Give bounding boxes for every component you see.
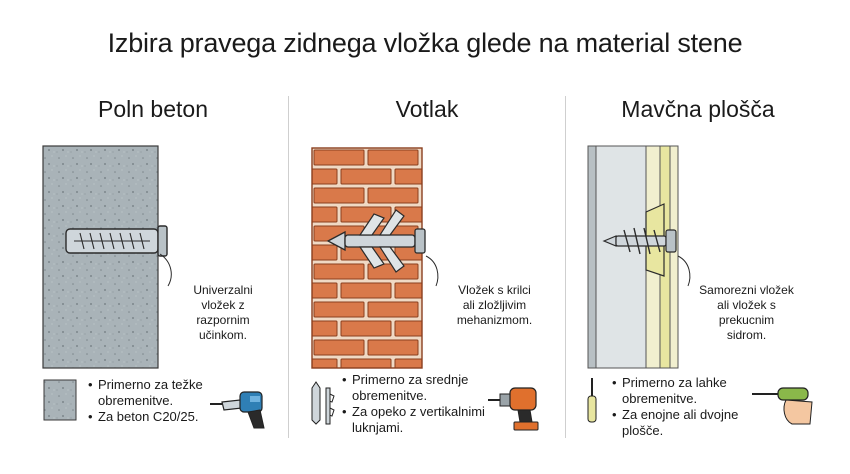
bullet-item: Primerno za težke obremenitve. <box>88 377 208 409</box>
bullet-item: Primerno za lahke obremenitve. <box>612 375 744 407</box>
heading-plasterboard: Mavčna plošča <box>621 96 775 122</box>
callout-leader <box>159 253 172 287</box>
bullet-item: Za beton C20/25. <box>88 409 208 425</box>
column-divider <box>565 96 566 438</box>
hammer-drill-icon <box>210 391 265 429</box>
bullets-hollow-brick: Primerno za srednje obremenitve. Za opek… <box>342 372 497 436</box>
callout-line: razpornim <box>196 313 250 327</box>
callout-hollow-brick: Vložek s krilci ali zložljivim mehanizmo… <box>432 283 557 328</box>
concrete-swatch <box>43 379 77 421</box>
callout-line: prekucnim <box>718 313 775 327</box>
callout-line: Samorezni vložek <box>699 283 794 297</box>
column-divider <box>288 96 289 438</box>
winged-anchor-icon <box>326 209 426 273</box>
callout-line: vložek z <box>201 298 245 312</box>
bullet-item: Za opeko z vertikalnimi luknjami. <box>342 404 497 436</box>
callout-line: ali vložek s <box>717 298 776 312</box>
plasterboard-wall <box>587 145 679 369</box>
callout-solid-concrete: Univerzalni vložek z razpornim učinkom. <box>168 283 278 343</box>
page-title: Izbira pravega zidnega vložka glede na m… <box>107 28 743 58</box>
callout-line: Univerzalni <box>193 283 253 297</box>
callout-line: Vložek s krilci <box>458 283 531 297</box>
heading-hollow-brick: Votlak <box>395 96 459 122</box>
callout-line: sidrom. <box>726 328 767 342</box>
expansion-anchor-icon <box>65 225 168 257</box>
callout-leader <box>425 255 439 287</box>
screwdriver-icon <box>752 387 813 425</box>
callout-plasterboard: Samorezni vložek ali vložek s prekucnim … <box>684 283 809 343</box>
bullets-plasterboard: Primerno za lahke obremenitve. Za enojne… <box>612 375 744 439</box>
callout-line: učinkom. <box>198 328 248 342</box>
anchor-plug-icon <box>311 381 335 425</box>
bullet-item: Primerno za srednje obremenitve. <box>342 372 497 404</box>
callout-line: mehanizmom. <box>456 313 533 327</box>
concrete-wall <box>42 145 159 369</box>
heading-solid-concrete: Poln beton <box>98 96 208 122</box>
bullets-solid-concrete: Primerno za težke obremenitve. Za beton … <box>88 377 208 425</box>
self-drilling-anchor-icon <box>602 203 677 277</box>
bullet-item: Za enojne ali dvojne plošče. <box>612 407 744 439</box>
callout-line: ali zložljivim <box>462 298 527 312</box>
small-screwdriver-icon <box>587 378 597 423</box>
callout-leader <box>677 255 691 287</box>
